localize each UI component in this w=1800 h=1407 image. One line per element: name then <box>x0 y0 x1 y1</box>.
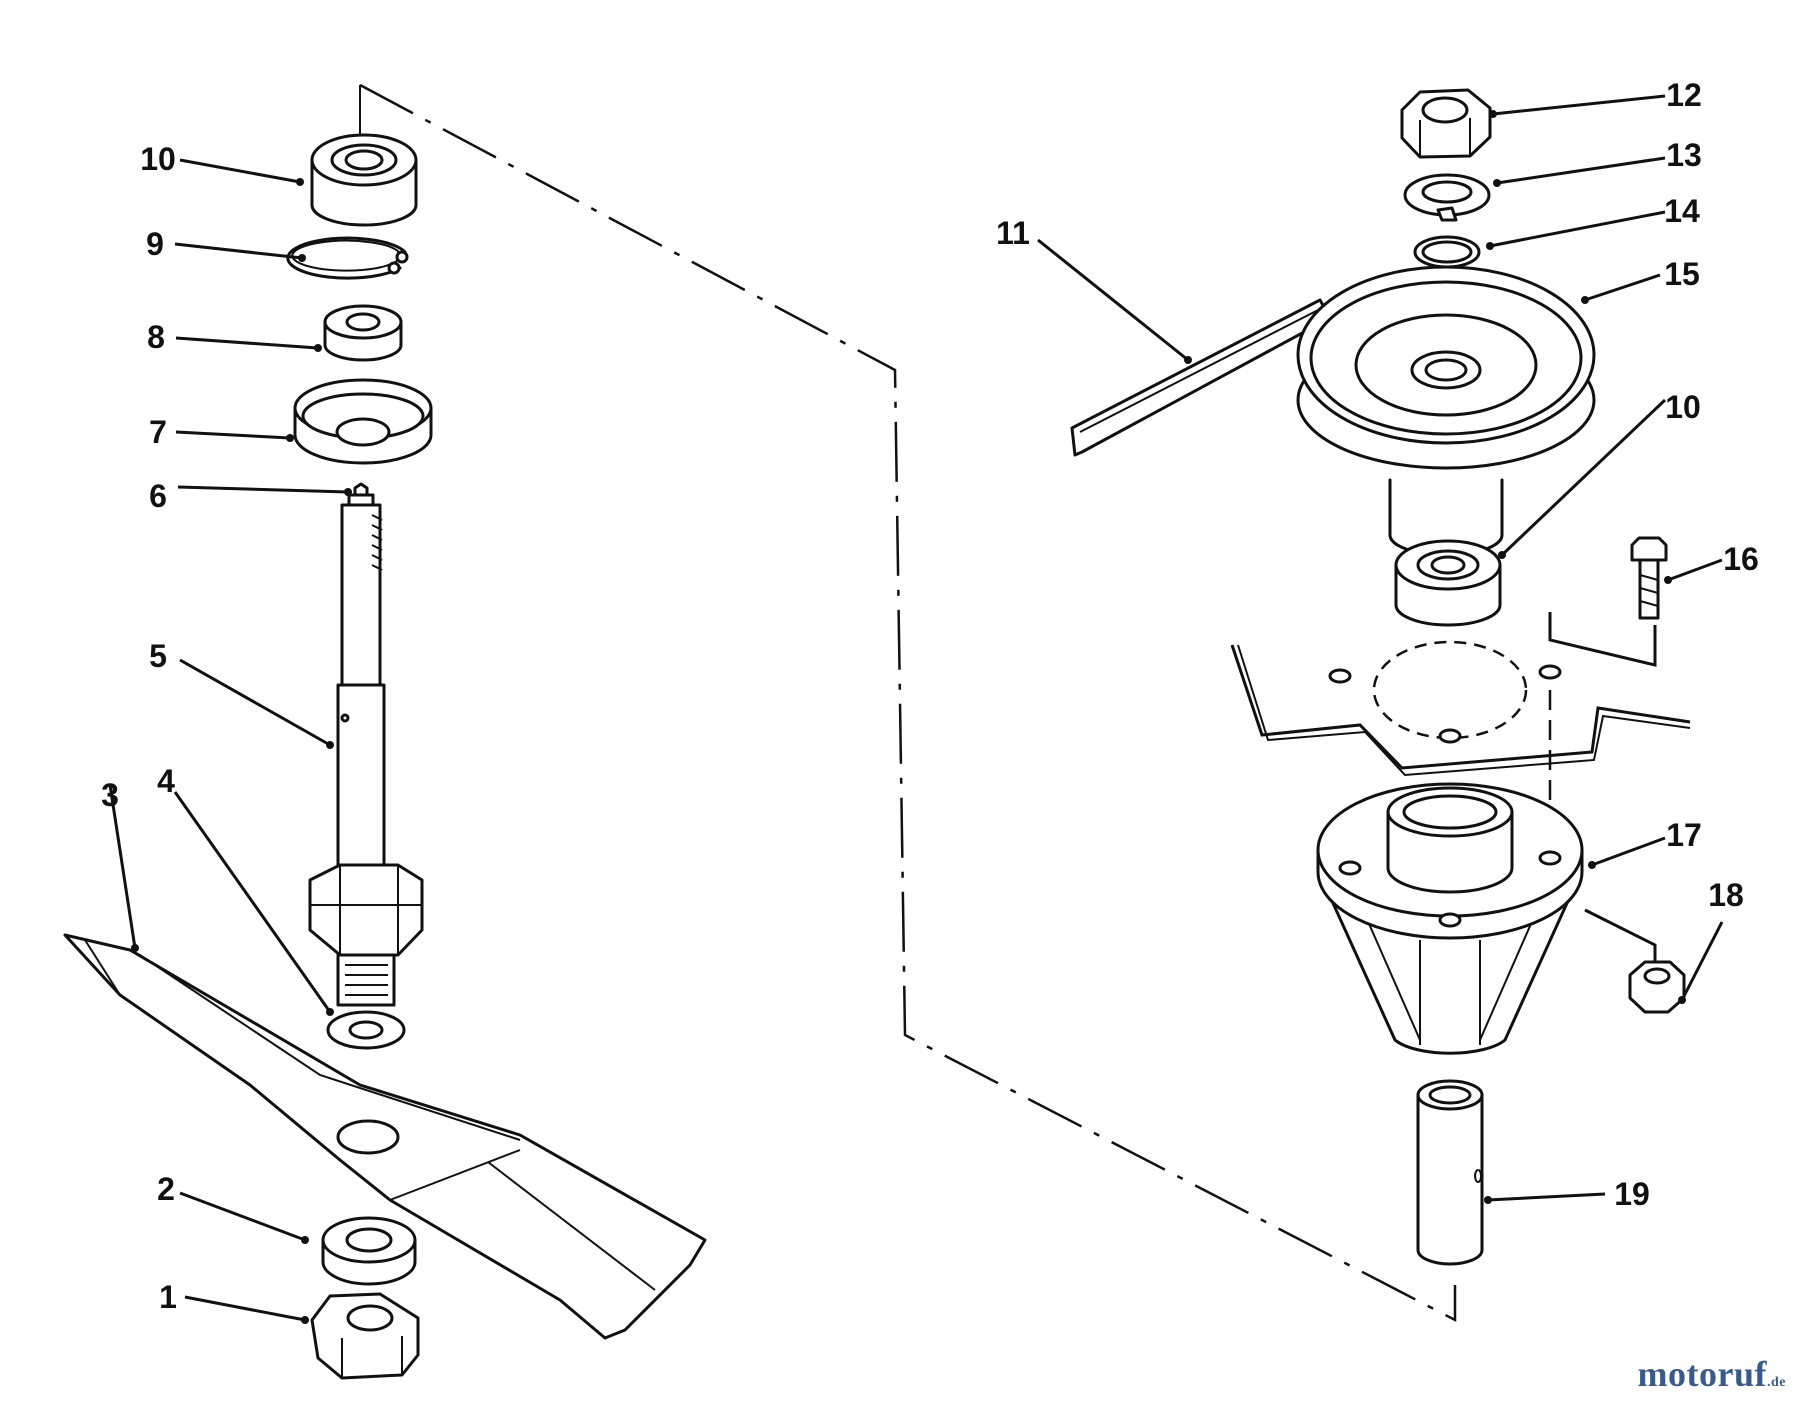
callout-12: 12 <box>1666 77 1702 113</box>
blade <box>63 933 707 1340</box>
callout-3: 3 <box>101 777 119 813</box>
callout-15: 15 <box>1664 256 1700 292</box>
washer-4 <box>326 1010 406 1050</box>
callout-4: 4 <box>157 763 175 799</box>
retaining-ring <box>286 236 409 280</box>
seal-cup <box>293 378 433 465</box>
washer-14 <box>1413 235 1481 269</box>
callout-18: 18 <box>1708 877 1744 913</box>
watermark-suffix: .de <box>1767 1375 1786 1390</box>
spacer-8 <box>323 304 403 362</box>
callout-2: 2 <box>157 1171 175 1207</box>
callout-9: 9 <box>146 226 164 262</box>
blade-nut <box>310 1292 420 1380</box>
callout-14: 14 <box>1664 193 1700 229</box>
callout-5: 5 <box>149 638 167 674</box>
callout-17: 17 <box>1666 817 1702 853</box>
spindle-housing <box>1316 782 1584 1055</box>
nut-18 <box>1628 960 1686 1014</box>
callout-19: 19 <box>1614 1176 1650 1212</box>
bolt <box>1630 536 1668 620</box>
callouts: 1 2 3 4 5 6 7 8 9 10 11 12 13 <box>101 77 1759 1324</box>
key <box>1070 298 1332 457</box>
callout-10-right: 10 <box>1665 389 1701 425</box>
spindle-shaft <box>308 503 424 1007</box>
watermark-logo: motoruf.de <box>1638 1353 1786 1395</box>
deck-outline <box>359 83 1457 1323</box>
deck-plate <box>1230 612 1691 777</box>
callout-8: 8 <box>147 319 165 355</box>
hex-nut <box>1400 88 1492 159</box>
bearing-upper-left <box>310 133 418 227</box>
callout-6: 6 <box>149 478 167 514</box>
nut-alignment-line <box>1584 908 1657 965</box>
watermark-main: motoruf <box>1637 1354 1767 1394</box>
spacer-tube <box>1416 1079 1484 1266</box>
callout-11: 11 <box>996 215 1030 251</box>
grease-fitting <box>347 482 375 507</box>
bearing-right <box>1394 539 1502 627</box>
lock-washer <box>1403 173 1491 222</box>
callout-16: 16 <box>1723 541 1759 577</box>
callout-7: 7 <box>149 414 167 450</box>
callout-1: 1 <box>159 1279 177 1315</box>
spacer-2 <box>321 1216 417 1286</box>
callout-13: 13 <box>1666 137 1702 173</box>
callout-10-left: 10 <box>140 141 176 177</box>
